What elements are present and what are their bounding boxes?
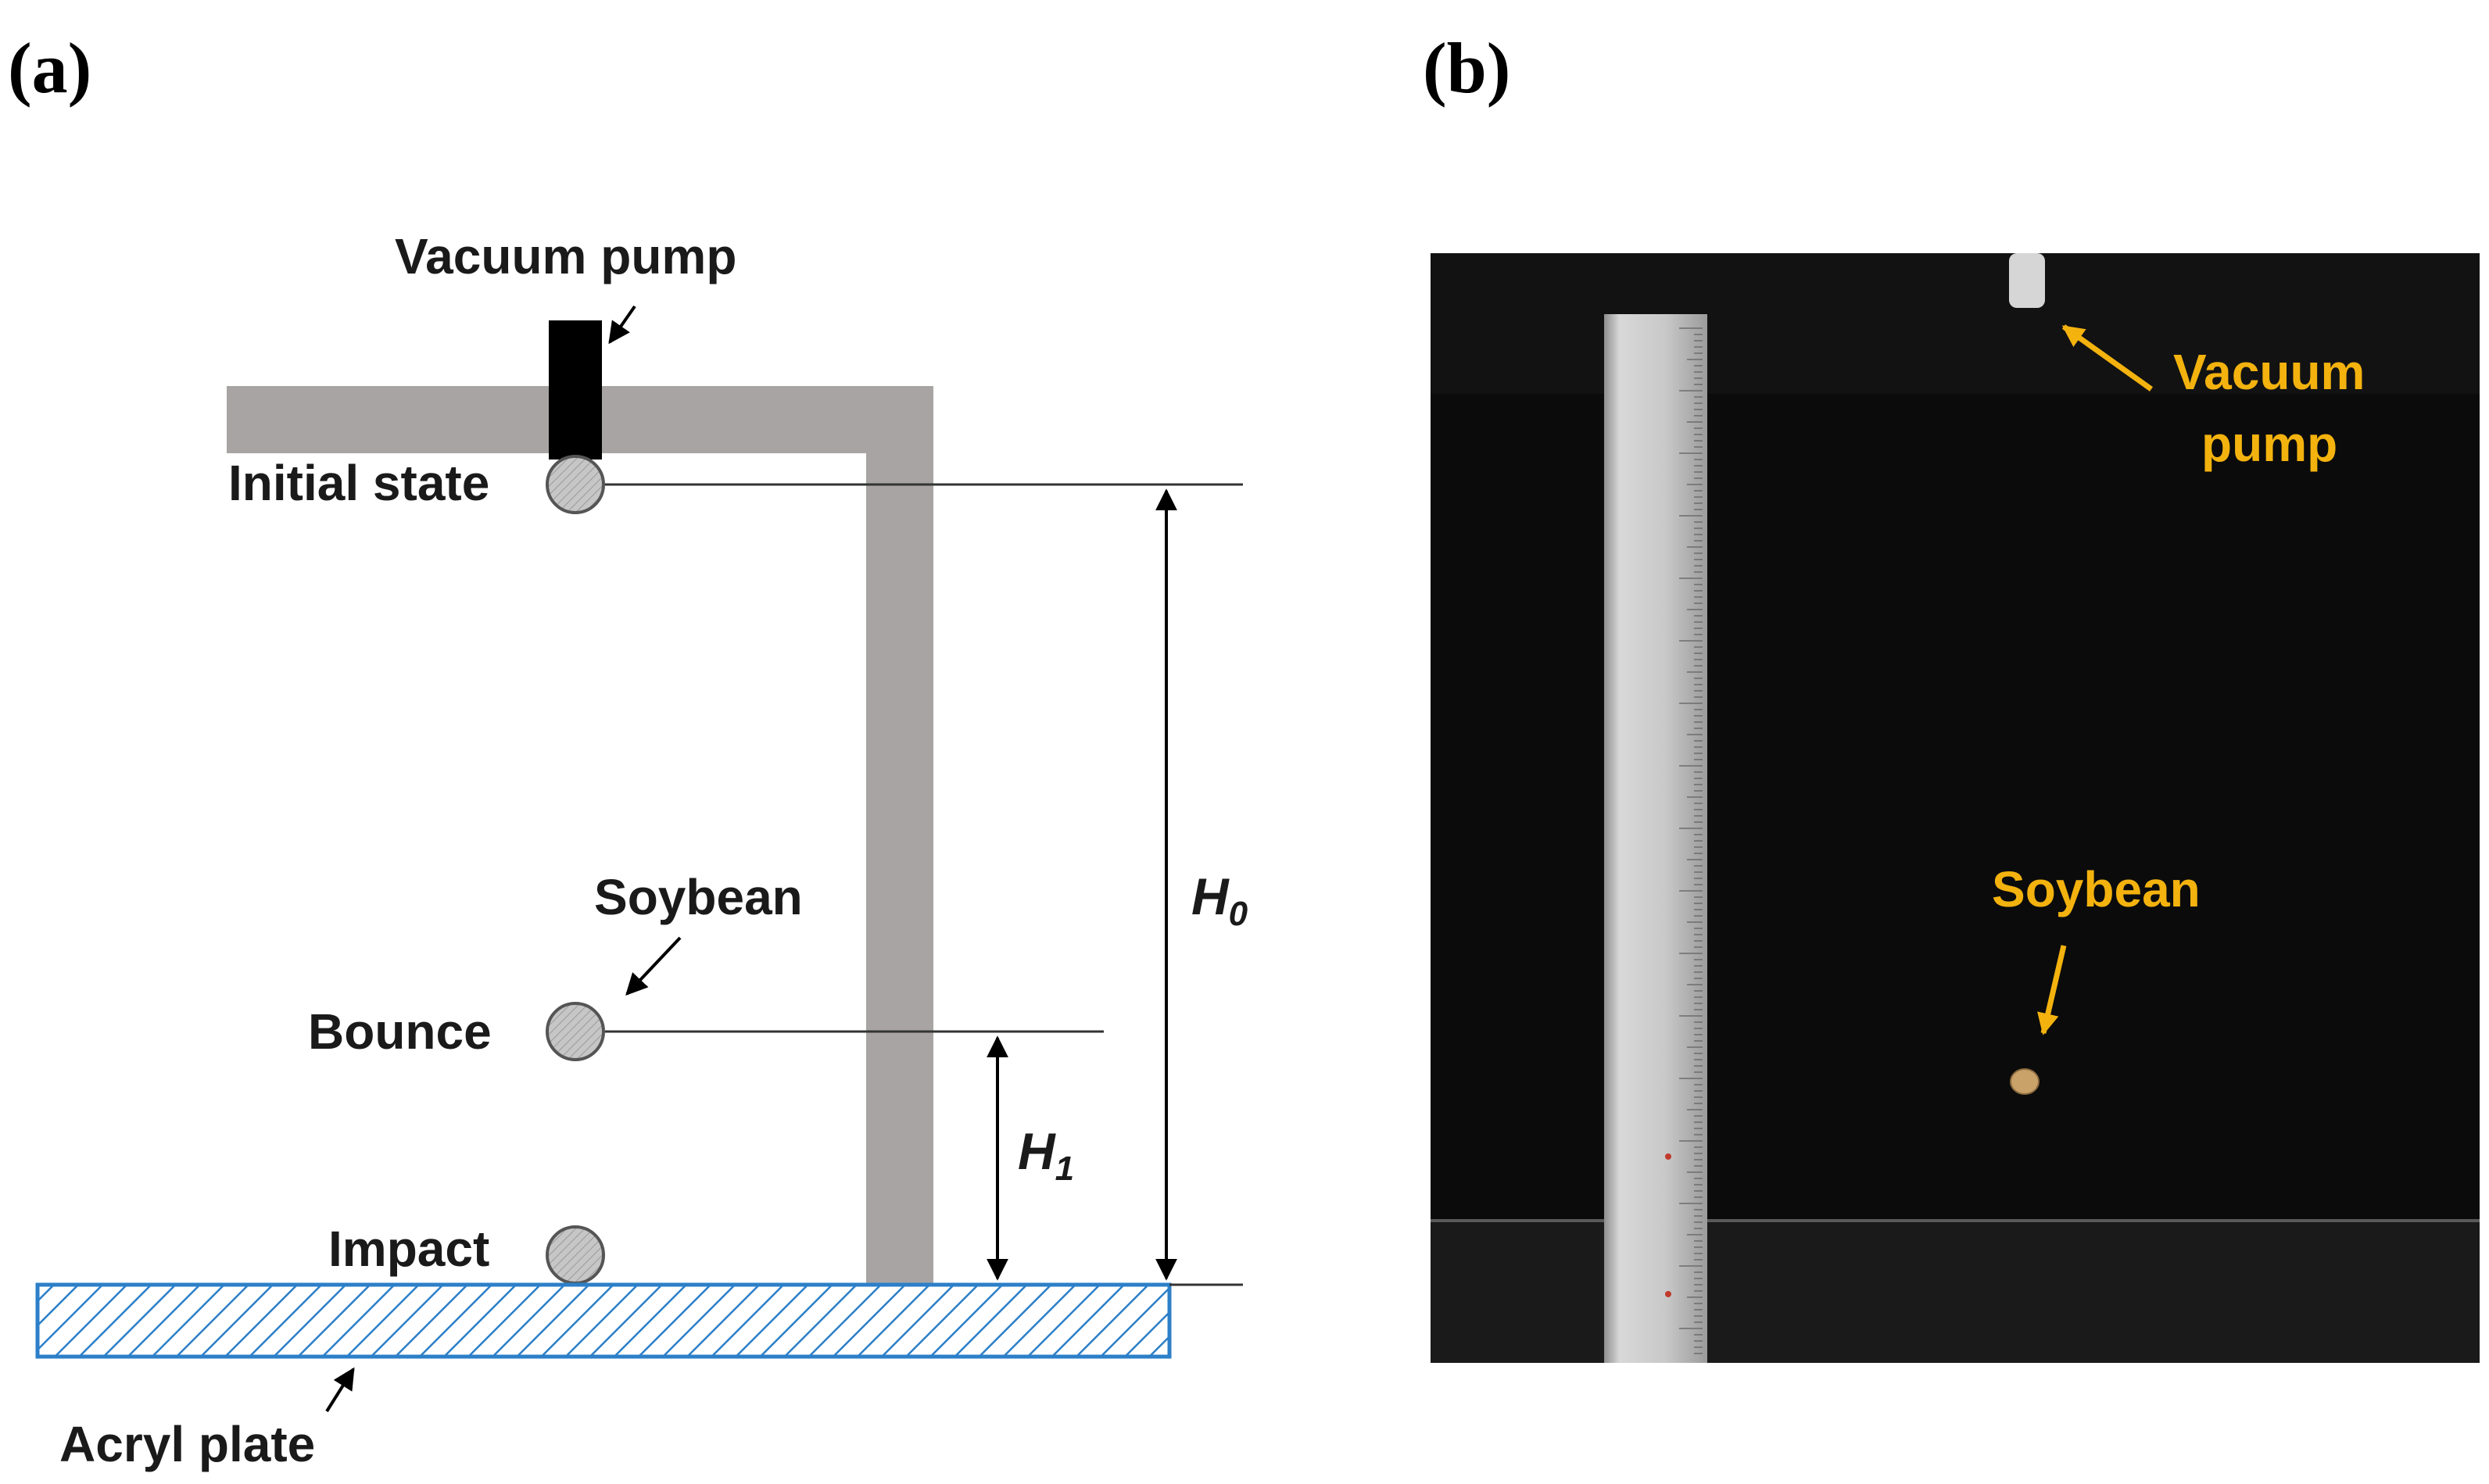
ruler-ticks — [1679, 327, 1703, 1354]
soybean-label: Soybean — [594, 869, 803, 925]
acryl-plate-pointer — [325, 1367, 355, 1413]
initial-state-label: Initial state — [228, 455, 489, 511]
soybean-pointer — [625, 936, 682, 996]
bounce-label: Bounce — [308, 1003, 492, 1060]
photo-table-surface — [1431, 1219, 2480, 1363]
impact-label: Impact — [328, 1221, 489, 1277]
soybean-bounce — [546, 1002, 605, 1061]
photo-soybean-label: Soybean — [1992, 861, 2201, 917]
h0-label: H0 — [1191, 867, 1248, 933]
acryl-plate — [35, 1282, 1172, 1359]
soybean-impact — [546, 1225, 605, 1285]
vacuum-pump-block — [549, 320, 602, 460]
photo-soybean-arrow — [2037, 945, 2067, 1035]
photograph: Vacuum pump Soybean — [1431, 253, 2480, 1363]
frame-vertical-post — [866, 386, 933, 1283]
soybean-photo — [2010, 1068, 2040, 1095]
ruler-mark-red-2 — [1665, 1291, 1671, 1297]
schematic-diagram: Vacuum pump Initial state Soybean Bounce… — [35, 228, 1248, 1472]
photo-vacuum-pump-label-line1: Vacuum — [2173, 344, 2365, 400]
photo-vacuum-pump-label-line2: pump — [2201, 416, 2337, 472]
ruler — [1604, 314, 1707, 1363]
soybean-initial — [546, 455, 605, 514]
h1-label: H1 — [1018, 1122, 1074, 1188]
panel-label-a: (a) — [8, 28, 91, 108]
panel-label-b: (b) — [1423, 28, 1510, 108]
vacuum-pump-nozzle — [2009, 253, 2045, 308]
acryl-plate-label: Acryl plate — [59, 1416, 315, 1472]
photo-vacuum-pump-arrow — [2061, 324, 2154, 392]
vacuum-pump-pointer — [608, 305, 636, 345]
ruler-mark-red-1 — [1665, 1153, 1671, 1160]
vacuum-pump-label: Vacuum pump — [395, 228, 736, 284]
